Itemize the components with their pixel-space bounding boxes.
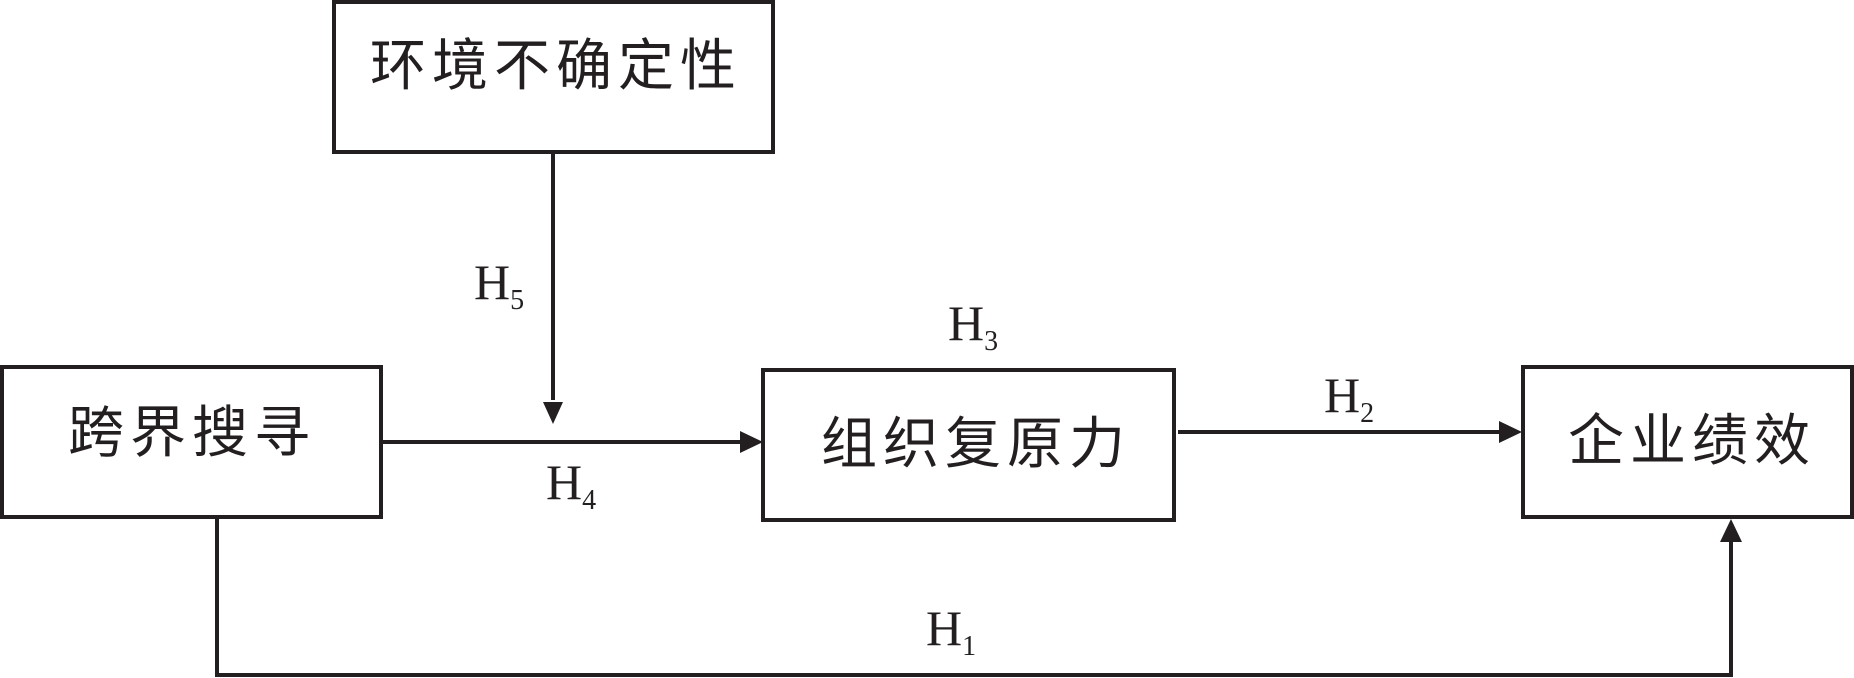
environment-uncertainty-label: 环境不确定性	[370, 34, 742, 99]
h5-label: H5	[474, 254, 524, 316]
organizational-resilience-box	[761, 368, 1176, 522]
boundary-search-box	[0, 365, 383, 519]
h2-arrowhead	[1499, 421, 1522, 443]
firm-performance-label: 企业绩效	[1568, 409, 1816, 474]
h4-arrowhead	[740, 431, 763, 453]
h3-label: H3	[948, 295, 998, 357]
h1-arrowhead	[1720, 519, 1742, 542]
h1-arrow-line	[215, 517, 1733, 677]
h2-label: H2	[1324, 367, 1374, 429]
environment-uncertainty-box	[332, 0, 775, 154]
organizational-resilience-label: 组织复原力	[821, 412, 1131, 477]
h1-label: H1	[926, 600, 976, 662]
h4-label: H4	[546, 454, 596, 516]
h5-arrowhead	[543, 402, 563, 424]
boundary-search-label: 跨界搜寻	[68, 401, 316, 466]
firm-performance-box	[1521, 365, 1854, 519]
